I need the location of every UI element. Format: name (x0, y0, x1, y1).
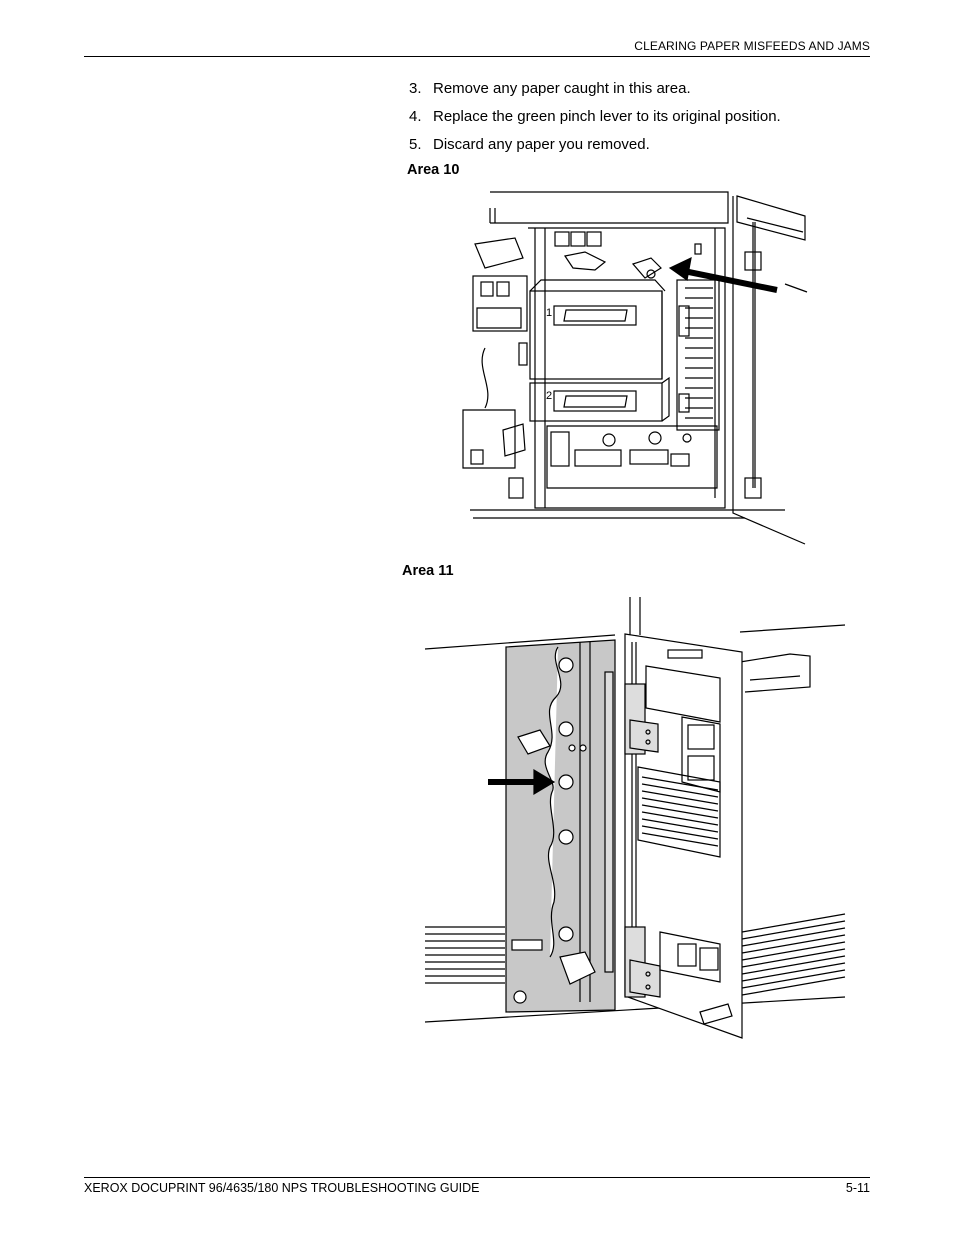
module-label-1: 1 (546, 307, 552, 319)
step-text: Remove any paper caught in this area. (433, 80, 691, 97)
step-item: 3. Remove any paper caught in this area. (409, 80, 781, 108)
area-11-caption: Area 11 (402, 563, 454, 579)
procedure-steps: 3.Remove any paper caught in this area. … (409, 80, 781, 164)
step-number: 3. (409, 80, 422, 97)
step-item: 4. Replace the green pinch lever to its o… (409, 108, 781, 136)
module-label-2: 2 (546, 390, 552, 402)
area-10-caption: Area 10 (407, 162, 460, 178)
header-rule (84, 56, 870, 57)
step-item: 5. Discard any paper you removed. (409, 136, 781, 164)
area-10-illustration: 1 2 (462, 191, 808, 545)
step-number: 5. (409, 136, 422, 153)
running-header: CLEARING PAPER MISFEEDS AND JAMS (634, 39, 870, 53)
page-number: 5-11 (845, 1181, 870, 1195)
area-11-illustration (424, 597, 846, 1039)
step-text: Replace the green pinch lever to its ori… (433, 108, 781, 125)
step-number: 4. (409, 108, 422, 125)
footer-rule (84, 1177, 870, 1178)
step-text: Discard any paper you removed. (433, 136, 650, 153)
footer-guide-title: XEROX DOCUPRINT 96/4635/180 NPS TROUBLES… (84, 1181, 480, 1195)
